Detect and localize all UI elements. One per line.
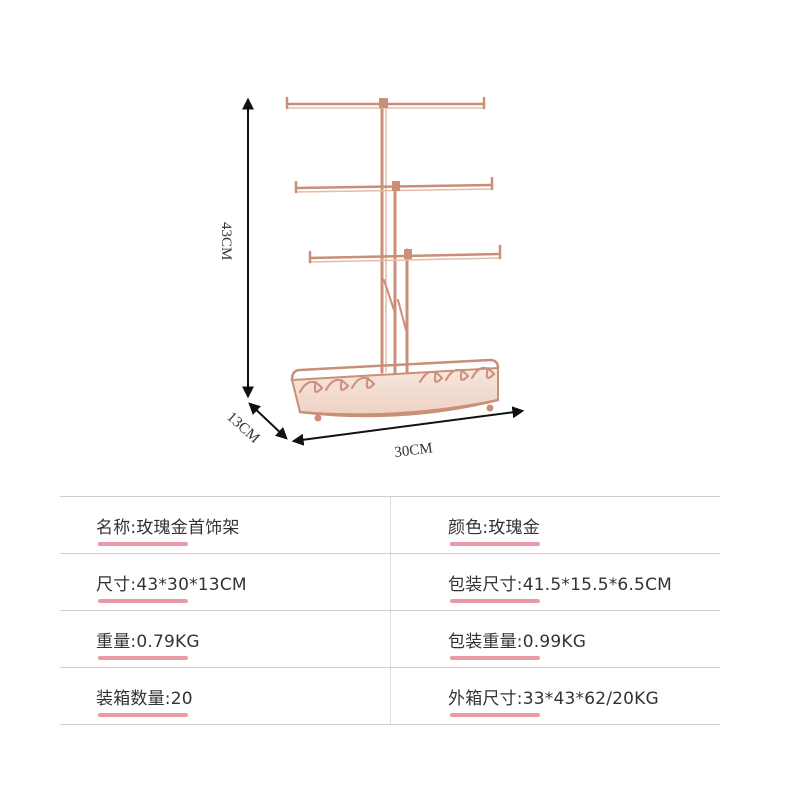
- accent-underline: [98, 599, 188, 603]
- spec-table: 名称:玫瑰金首饰架 颜色:玫瑰金尺寸:43*30*13CM 包装尺寸:41.5*15…: [60, 496, 720, 725]
- accent-underline: [450, 542, 540, 546]
- jewelry-stand-image: [285, 96, 502, 422]
- width-dimension-arrow: [291, 406, 525, 446]
- depth-dimension-arrow: [248, 402, 288, 440]
- product-figure: 43CM 13CM 30CM: [218, 96, 525, 461]
- accent-underline: [98, 656, 188, 660]
- spec-text: 包装重量:0.99KG: [448, 632, 587, 652]
- accent-underline: [450, 599, 540, 603]
- spec-text: 装箱数量:20: [96, 689, 193, 709]
- spec-row: 装箱数量:20 外箱尺寸:33*43*62/20KG: [60, 668, 720, 725]
- spec-text: 外箱尺寸:33*43*62/20KG: [448, 689, 659, 709]
- spec-text: 尺寸:43*30*13CM: [96, 575, 247, 595]
- accent-underline: [450, 713, 540, 717]
- column-divider: [390, 668, 391, 724]
- depth-label: 13CM: [223, 409, 262, 447]
- spec-row: 重量:0.79KG 包装重量:0.99KG: [60, 611, 720, 668]
- column-divider: [390, 497, 391, 553]
- spec-text: 重量:0.79KG: [96, 632, 200, 652]
- spec-text: 包装尺寸:41.5*15.5*6.5CM: [448, 575, 673, 595]
- accent-underline: [450, 656, 540, 660]
- accent-underline: [98, 713, 188, 717]
- width-label: 30CM: [394, 440, 434, 461]
- spec-row: 尺寸:43*30*13CM 包装尺寸:41.5*15.5*6.5CM: [60, 554, 720, 611]
- spec-text: 颜色:玫瑰金: [448, 518, 540, 538]
- column-divider: [390, 554, 391, 610]
- spec-row: 名称:玫瑰金首饰架 颜色:玫瑰金: [60, 497, 720, 554]
- column-divider: [390, 611, 391, 667]
- height-label: 43CM: [218, 222, 234, 260]
- accent-underline: [98, 542, 188, 546]
- spec-text: 名称:玫瑰金首饰架: [96, 518, 240, 538]
